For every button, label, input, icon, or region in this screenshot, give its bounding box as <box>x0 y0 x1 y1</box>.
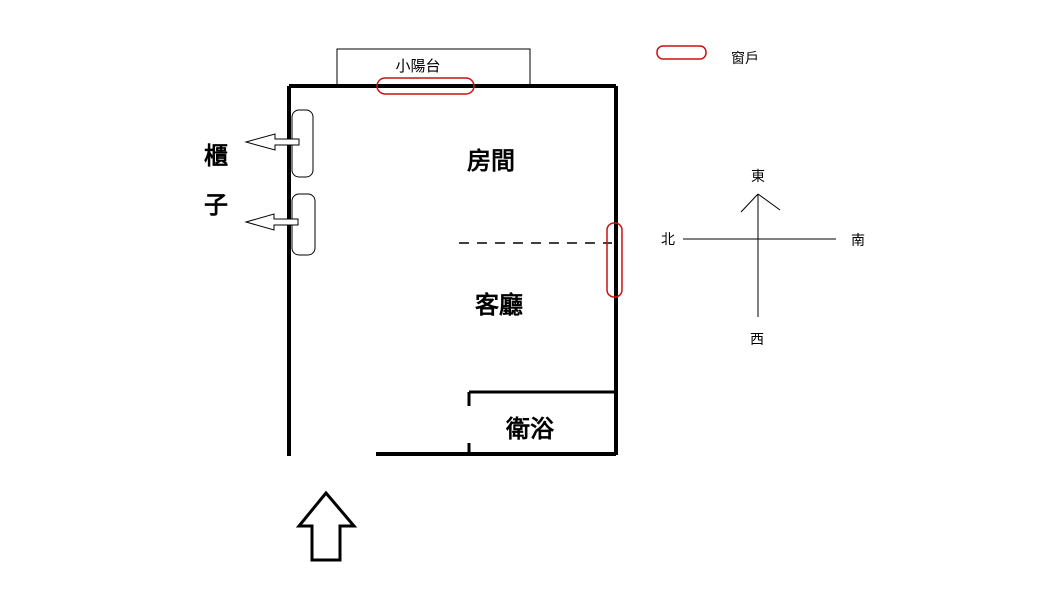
living-room-label: 客廳 <box>475 291 523 319</box>
bedroom-label: 房間 <box>467 147 515 175</box>
entrance-arrow-icon <box>295 490 358 562</box>
window-balcony <box>376 77 475 95</box>
window-south <box>606 222 623 298</box>
balcony-outline <box>336 48 531 87</box>
compass-east: 東 <box>751 169 765 185</box>
window-legend-label: 窗戶 <box>731 50 759 67</box>
compass-rose <box>683 193 836 317</box>
compass-south: 南 <box>851 233 865 249</box>
compass-north: 北 <box>661 232 675 248</box>
cabinet-lower-arrow-icon <box>244 213 299 231</box>
bathroom-walls <box>467 390 614 452</box>
compass-west: 西 <box>750 332 764 348</box>
cabinet-label-2: 子 <box>204 191 228 219</box>
cabinet-upper-arrow-icon <box>244 133 300 151</box>
window-legend-icon <box>656 45 707 60</box>
bathroom-label: 衛浴 <box>505 415 555 443</box>
room-walls <box>287 84 618 456</box>
cabinet-label-1: 櫃 <box>204 142 228 170</box>
balcony-label: 小陽台 <box>395 57 440 75</box>
